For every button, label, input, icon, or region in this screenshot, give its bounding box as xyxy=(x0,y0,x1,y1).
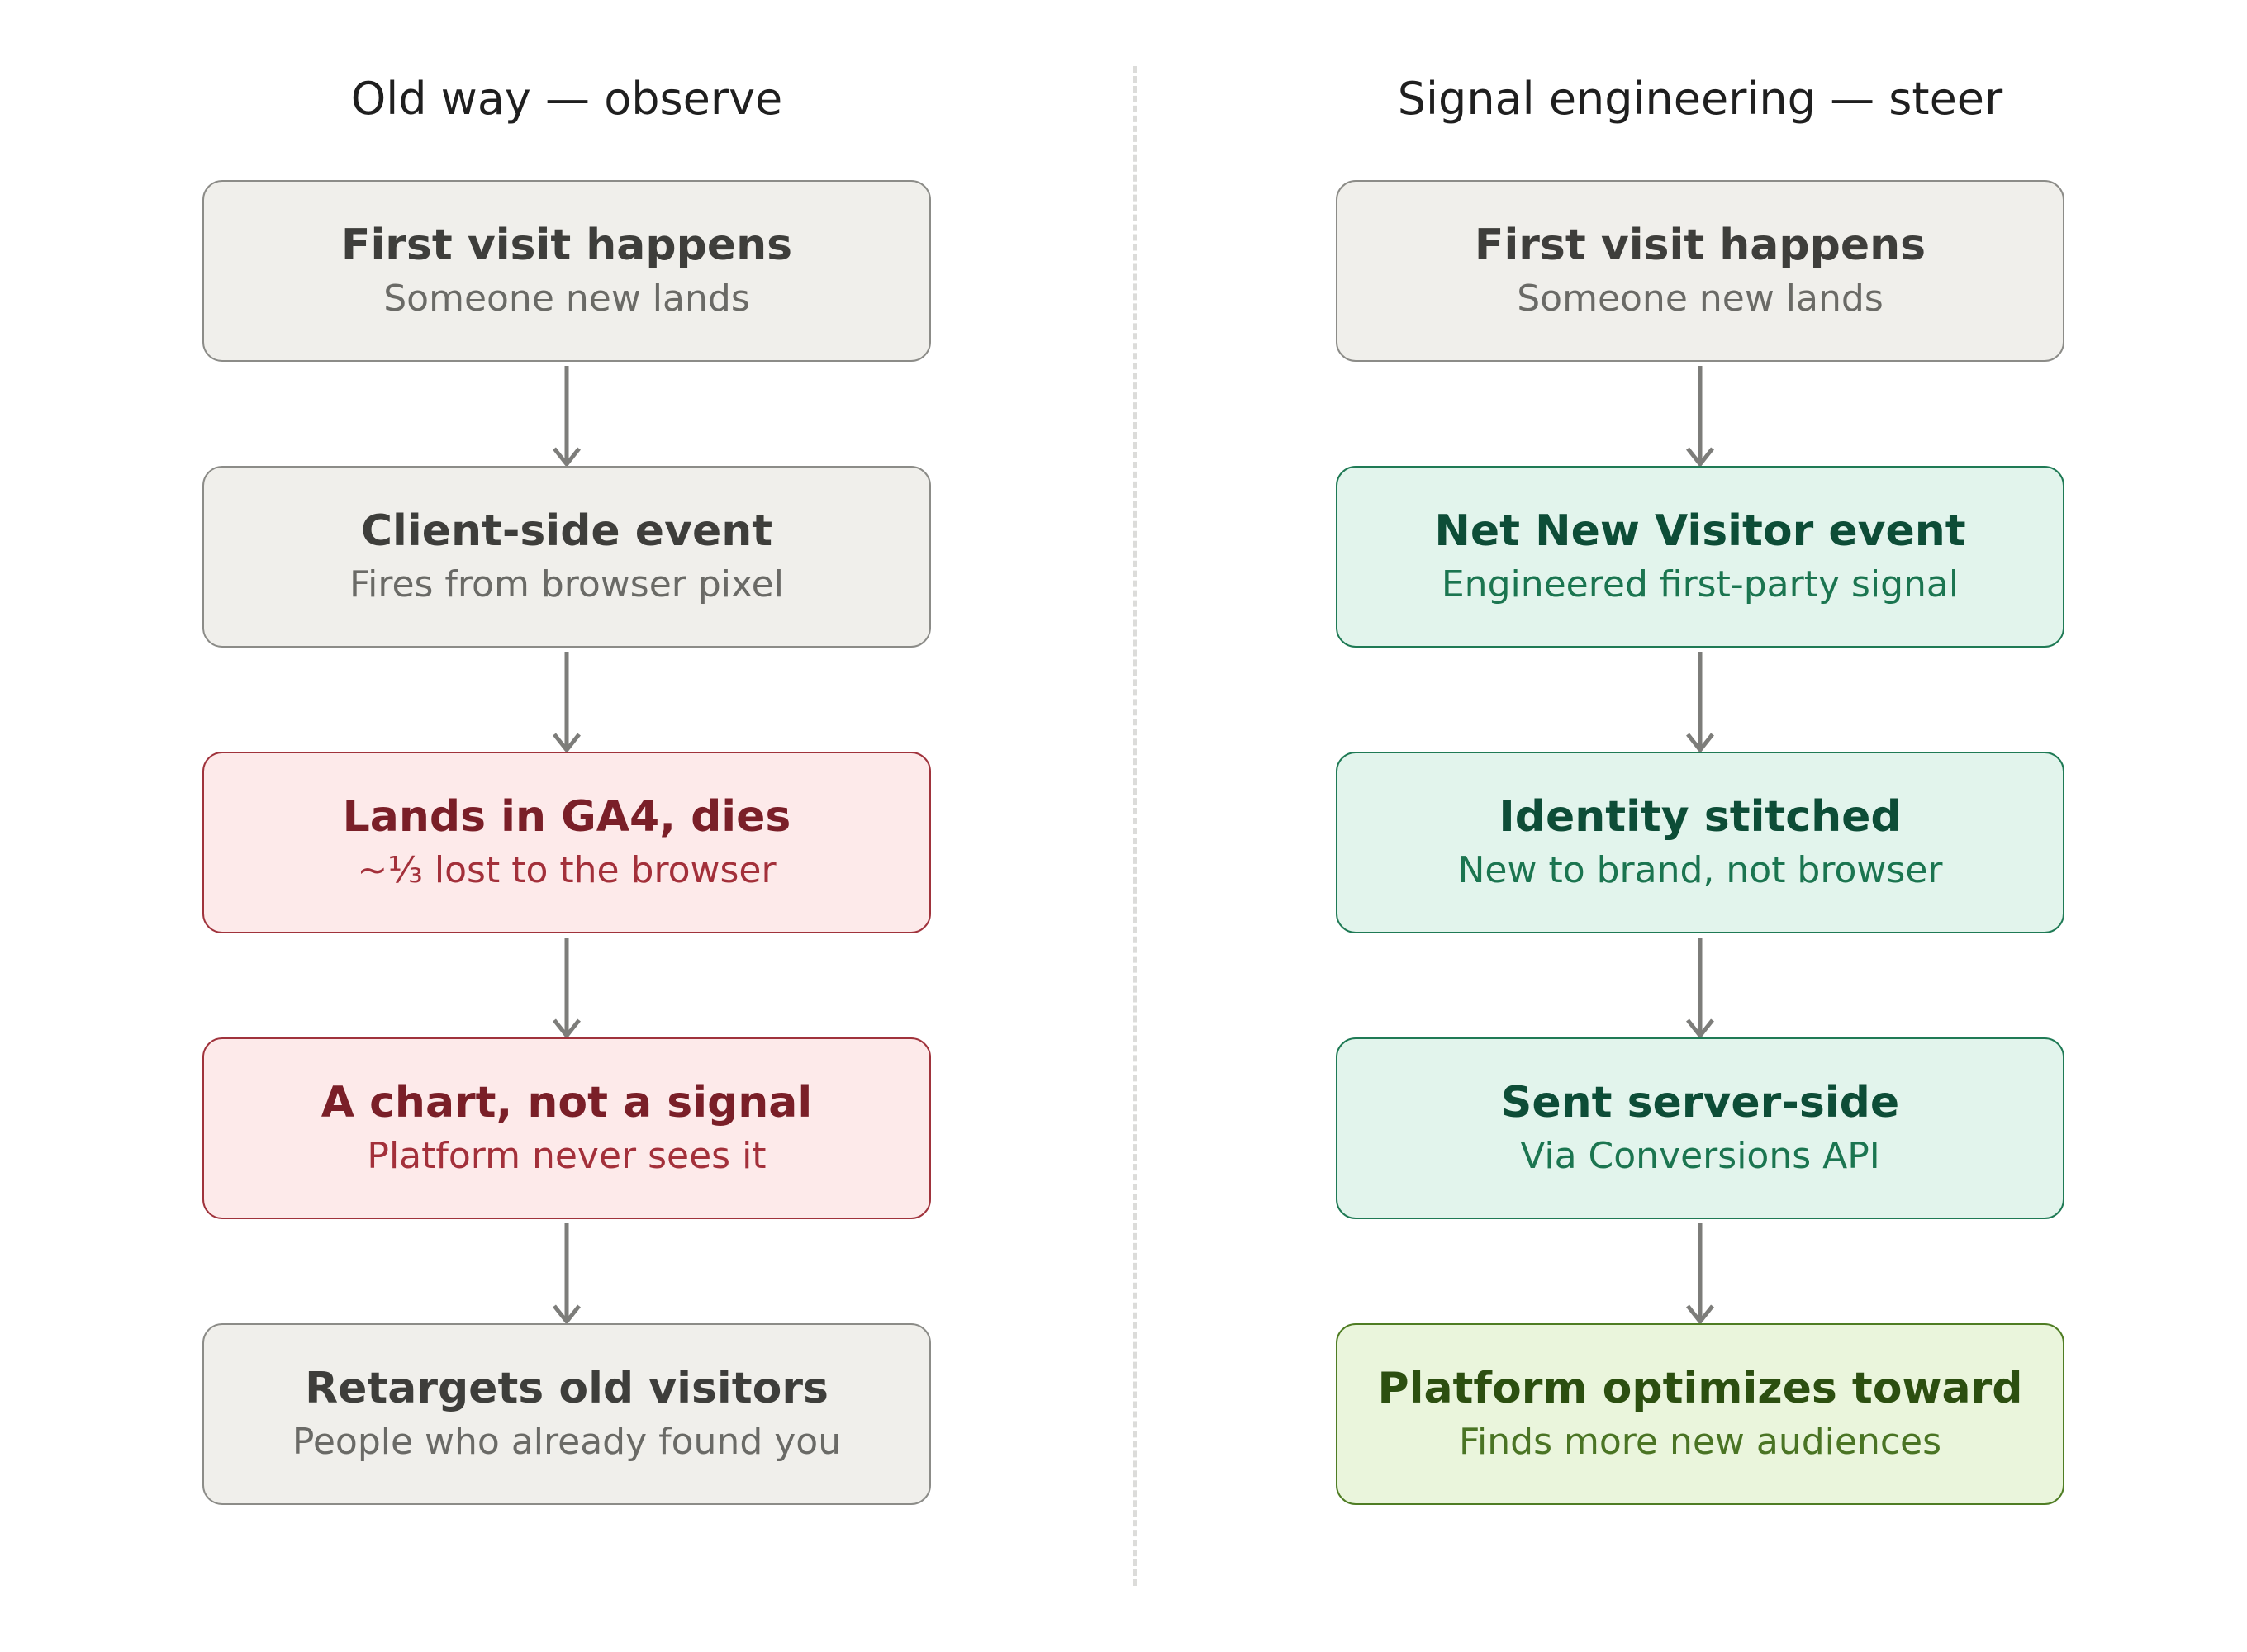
step-subtitle: ~⅓ lost to the browser xyxy=(357,849,777,891)
step-subtitle: Someone new lands xyxy=(383,278,750,320)
arrow-left-4 xyxy=(553,1223,581,1324)
step-title: Platform optimizes toward xyxy=(1377,1364,2023,1413)
right-step-1: First visit happens Someone new lands xyxy=(1336,180,2064,362)
step-subtitle: Platform never sees it xyxy=(367,1135,767,1177)
column-title-left: Old way — observe xyxy=(350,73,783,125)
right-step-5: Platform optimizes toward Finds more new… xyxy=(1336,1323,2064,1505)
step-title: Retargets old visitors xyxy=(305,1364,829,1413)
step-subtitle: Finds more new audiences xyxy=(1458,1421,1942,1463)
step-subtitle: Fires from browser pixel xyxy=(349,563,784,605)
step-title: A chart, not a signal xyxy=(321,1078,813,1127)
step-subtitle: New to brand, not browser xyxy=(1457,849,1943,891)
left-step-3: Lands in GA4, dies ~⅓ lost to the browse… xyxy=(202,752,931,933)
step-title: Identity stitched xyxy=(1499,792,1902,842)
left-step-4: A chart, not a signal Platform never see… xyxy=(202,1037,931,1219)
step-title: First visit happens xyxy=(340,221,793,270)
step-title: Lands in GA4, dies xyxy=(342,792,791,842)
step-title: Client-side event xyxy=(360,506,773,556)
right-step-3: Identity stitched New to brand, not brow… xyxy=(1336,752,2064,933)
arrow-right-2 xyxy=(1686,652,1714,752)
step-subtitle: Someone new lands xyxy=(1517,278,1884,320)
arrow-left-1 xyxy=(553,366,581,467)
right-step-4: Sent server-side Via Conversions API xyxy=(1336,1037,2064,1219)
step-title: Net New Visitor event xyxy=(1434,506,1966,556)
left-step-2: Client-side event Fires from browser pix… xyxy=(202,466,931,648)
step-subtitle: Via Conversions API xyxy=(1520,1135,1880,1177)
left-step-1: First visit happens Someone new lands xyxy=(202,180,931,362)
step-subtitle: Engineered first-party signal xyxy=(1441,563,1960,605)
step-subtitle: People who already found you xyxy=(292,1421,842,1463)
step-title: First visit happens xyxy=(1474,221,1926,270)
arrow-left-2 xyxy=(553,652,581,752)
arrow-right-4 xyxy=(1686,1223,1714,1324)
arrow-left-3 xyxy=(553,938,581,1038)
step-title: Sent server-side xyxy=(1500,1078,1900,1127)
left-step-5: Retargets old visitors People who alread… xyxy=(202,1323,931,1505)
right-step-2: Net New Visitor event Engineered first-p… xyxy=(1336,466,2064,648)
arrow-right-1 xyxy=(1686,366,1714,467)
column-divider xyxy=(1133,66,1137,1586)
column-title-right: Signal engineering — steer xyxy=(1397,73,2003,125)
arrow-right-3 xyxy=(1686,938,1714,1038)
